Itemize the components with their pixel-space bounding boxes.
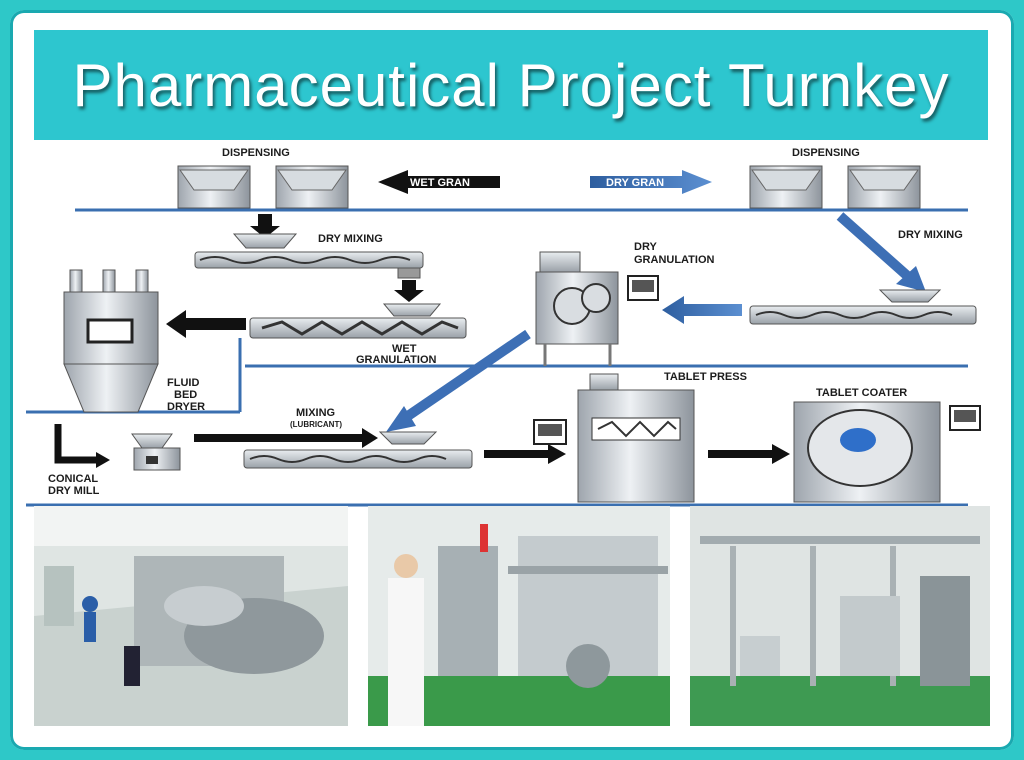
- dry-granulation-label-2: GRANULATION: [634, 254, 715, 266]
- dry-mixing-right-label: DRY MIXING: [898, 229, 963, 241]
- wet-gran-arrow: WET GRAN: [378, 170, 500, 194]
- dry-granulation-unit: [535, 251, 659, 366]
- dry-gran-arrow: DRY GRAN: [590, 170, 712, 194]
- dry-granulation-label-1: DRY: [634, 241, 657, 253]
- diagonal-arrow-right: [836, 212, 926, 292]
- page-title: Pharmaceutical Project Turnkey: [72, 51, 950, 119]
- dispensing-left-label: DISPENSING: [222, 147, 290, 159]
- conical-dry-mill-label-2: DRY MILL: [48, 485, 100, 497]
- photo-cleanroom-production-hall: [34, 506, 348, 726]
- mixing-lubricant-unit: [243, 431, 473, 469]
- down-arrow-dispensing: [250, 214, 280, 238]
- process-flow-diagram: DISPENSING DISPENSING WET GRAN DRY GRAN …: [26, 147, 981, 507]
- title-banner: Pharmaceutical Project Turnkey: [34, 30, 988, 140]
- cleanroom-photo-image: [34, 506, 348, 726]
- control-panel-photo-image: [368, 506, 670, 726]
- mixing-label: MIXING: [296, 407, 335, 419]
- dry-mixing-left-unit: [194, 233, 424, 279]
- arrow-to-dry-granulation: [662, 296, 742, 324]
- tablet-coater-unit: [793, 401, 981, 503]
- wet-granulation-label-2: GRANULATION: [356, 354, 437, 366]
- dispensing-right-hoppers: [749, 165, 921, 209]
- tablet-press-label: TABLET PRESS: [664, 371, 747, 383]
- dispensing-right-label: DISPENSING: [792, 147, 860, 159]
- wet-gran-label: WET GRAN: [410, 177, 470, 189]
- fluid-bed-dryer-label-3: DRYER: [167, 401, 205, 413]
- dry-mixing-right-unit: [749, 289, 977, 325]
- lubricant-label: (LUBRICANT): [290, 420, 342, 429]
- tablet-coater-label: TABLET COATER: [816, 387, 907, 399]
- arrow-to-mixing: [194, 428, 378, 448]
- piping-skid-photo-image: [690, 506, 990, 726]
- arrow-to-tablet-coater: [708, 444, 790, 464]
- fluid-bed-dryer-unit: [63, 269, 159, 413]
- down-arrow-dry-mixing: [394, 280, 424, 302]
- dry-gran-label: DRY GRAN: [606, 177, 664, 189]
- arrow-to-tablet-press: [484, 444, 566, 464]
- wet-granulation-unit: [249, 303, 467, 339]
- conical-dry-mill-label-1: CONICAL: [48, 473, 98, 485]
- fluid-bed-dryer-label-1: FLUID: [167, 377, 199, 389]
- dry-mixing-left-label: DRY MIXING: [318, 233, 383, 245]
- tablet-press-unit: [533, 373, 695, 503]
- dispensing-left-hoppers: [177, 165, 349, 209]
- fluid-bed-dryer-label-2: BED: [174, 389, 197, 401]
- diagonal-arrow-center: [386, 329, 531, 432]
- photo-operator-control-panel: [368, 506, 670, 726]
- conical-dry-mill-unit: [54, 424, 181, 471]
- arrow-to-dryer: [166, 310, 246, 338]
- photo-process-piping-skid: [690, 506, 990, 726]
- wet-granulation-label-1: WET: [392, 343, 417, 355]
